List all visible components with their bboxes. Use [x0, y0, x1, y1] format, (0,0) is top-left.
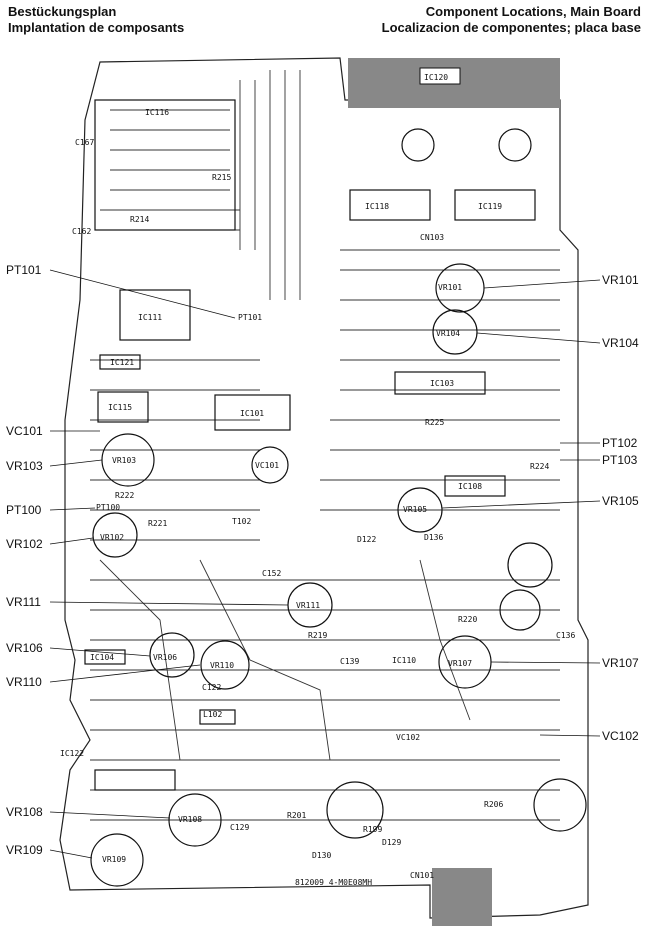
- vr107-label: VR107: [448, 659, 472, 668]
- c136-label: C136: [556, 631, 575, 640]
- header-title-es: Localizacion de componentes; placa base: [381, 20, 641, 35]
- r214-label: R214: [130, 215, 149, 224]
- c162-label: C162: [72, 227, 91, 236]
- callout-pt100: PT100: [6, 503, 42, 517]
- ic110-label: IC110: [392, 656, 416, 665]
- header-title-de: Bestückungsplan: [8, 4, 117, 19]
- r221-label: R221: [148, 519, 167, 528]
- callout-vr104: VR104: [602, 336, 639, 350]
- ic121-label: IC121: [110, 358, 134, 367]
- callout-vr107: VR107: [602, 656, 639, 670]
- c167-label: C167: [75, 138, 94, 147]
- d130-label: D130: [312, 851, 331, 860]
- vc101-label: VC101: [255, 461, 279, 470]
- vr101-label: VR101: [438, 283, 462, 292]
- ic103-label: IC103: [430, 379, 454, 388]
- d129-label: D129: [382, 838, 401, 847]
- pt101-label: PT101: [238, 313, 262, 322]
- callout-vr101: VR101: [602, 273, 639, 287]
- r199-label: R199: [363, 825, 382, 834]
- ic116-label: IC116: [145, 108, 169, 117]
- vr104-label: VR104: [436, 329, 460, 338]
- ic115-label: IC115: [108, 403, 132, 412]
- callout-pt102: PT102: [602, 436, 638, 450]
- callout-vr103: VR103: [6, 459, 43, 473]
- callout-vr109: VR109: [6, 843, 43, 857]
- callout-vr108: VR108: [6, 805, 43, 819]
- header-title-fr: Implantation de composants: [8, 20, 185, 35]
- t102-label: T102: [232, 517, 251, 526]
- r219-label: R219: [308, 631, 327, 640]
- vr110-label: VR110: [210, 661, 234, 670]
- callout-vr110: VR110: [6, 675, 42, 689]
- vr108-label: VR108: [178, 815, 202, 824]
- c139-label: C139: [340, 657, 359, 666]
- callout-vr106: VR106: [6, 641, 43, 655]
- vr102-label: VR102: [100, 533, 124, 542]
- header-right: Component Locations, Main Board Localiza…: [382, 4, 641, 36]
- d136-label: D136: [424, 533, 443, 542]
- r222-label: R222: [115, 491, 134, 500]
- cn101-label: CN101: [410, 871, 434, 880]
- callout-pt103: PT103: [602, 453, 638, 467]
- ic111-label: IC111: [138, 313, 162, 322]
- cn101-connector: [432, 868, 492, 926]
- ic120-label: IC120: [424, 73, 448, 82]
- ic108-label: IC108: [458, 482, 482, 491]
- header-left: Bestückungsplan Implantation de composan…: [8, 4, 184, 36]
- callout-vc102: VC102: [602, 729, 639, 743]
- vc102-label: VC102: [396, 733, 420, 742]
- callout-vr102: VR102: [6, 537, 43, 551]
- ic104-label: IC104: [90, 653, 114, 662]
- callout-vr105: VR105: [602, 494, 639, 508]
- vr106-label: VR106: [153, 653, 177, 662]
- vr111-label: VR111: [296, 601, 320, 610]
- c152-label: C152: [262, 569, 281, 578]
- callout-vc101: VC101: [6, 424, 43, 438]
- vr103-label: VR103: [112, 456, 136, 465]
- vr105-label: VR105: [403, 505, 427, 514]
- r215-label: R215: [212, 173, 231, 182]
- board-code-label: 812009 4-M0E08MH: [295, 878, 372, 887]
- c122-label: C122: [202, 683, 221, 692]
- header-title-en: Component Locations, Main Board: [425, 4, 641, 19]
- ic118-label: IC118: [365, 202, 389, 211]
- callout-vr111: VR111: [6, 595, 41, 609]
- c129-label: C129: [230, 823, 249, 832]
- r225-label: R225: [425, 418, 444, 427]
- ic119-label: IC119: [478, 202, 502, 211]
- callout-pt101: PT101: [6, 263, 42, 277]
- r206-label: R206: [484, 800, 503, 809]
- vr109-label: VR109: [102, 855, 126, 864]
- d122-label: D122: [357, 535, 376, 544]
- ic122-label: IC122: [60, 749, 84, 758]
- pt100-label: PT100: [96, 503, 120, 512]
- r201-label: R201: [287, 811, 306, 820]
- cn103-label: CN103: [420, 233, 444, 242]
- r220-label: R220: [458, 615, 477, 624]
- ic101-label: IC101: [240, 409, 264, 418]
- r224-label: R224: [530, 462, 549, 471]
- l102-label: L102: [203, 710, 222, 719]
